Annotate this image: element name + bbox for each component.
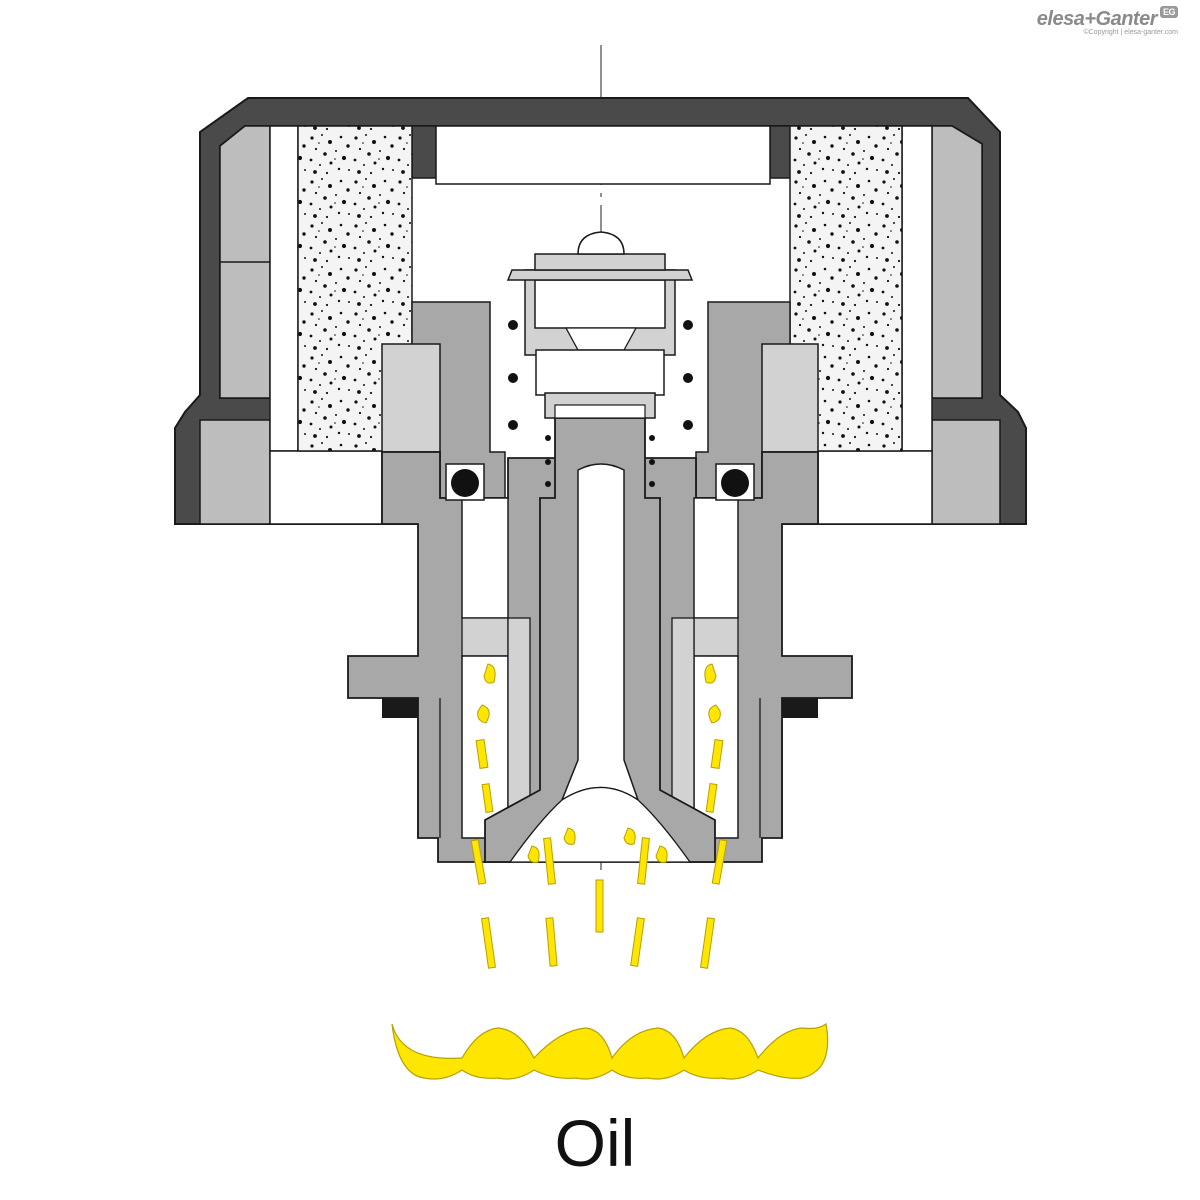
cap-inner-cavity (435, 125, 771, 185)
oil-surface-waves (391, 1022, 829, 1080)
brand-badge: EG (1159, 6, 1178, 18)
oil-droplets (470, 663, 728, 969)
left-lower-chamber (269, 450, 383, 525)
brand-name: elesa+Ganter (1036, 8, 1158, 30)
right-o-ring (721, 469, 749, 497)
valve-assembly (506, 231, 694, 419)
left-o-ring (451, 469, 479, 497)
valve-spring (508, 320, 693, 487)
oil-label: Oil (554, 1106, 636, 1180)
left-gasket (382, 698, 418, 718)
brand-copyright: ©Copyright | elesa-ganter.com (1083, 29, 1178, 36)
right-chamber (901, 125, 933, 452)
right-lower-chamber (817, 450, 933, 525)
right-gasket (782, 698, 818, 718)
left-chamber (269, 125, 299, 452)
